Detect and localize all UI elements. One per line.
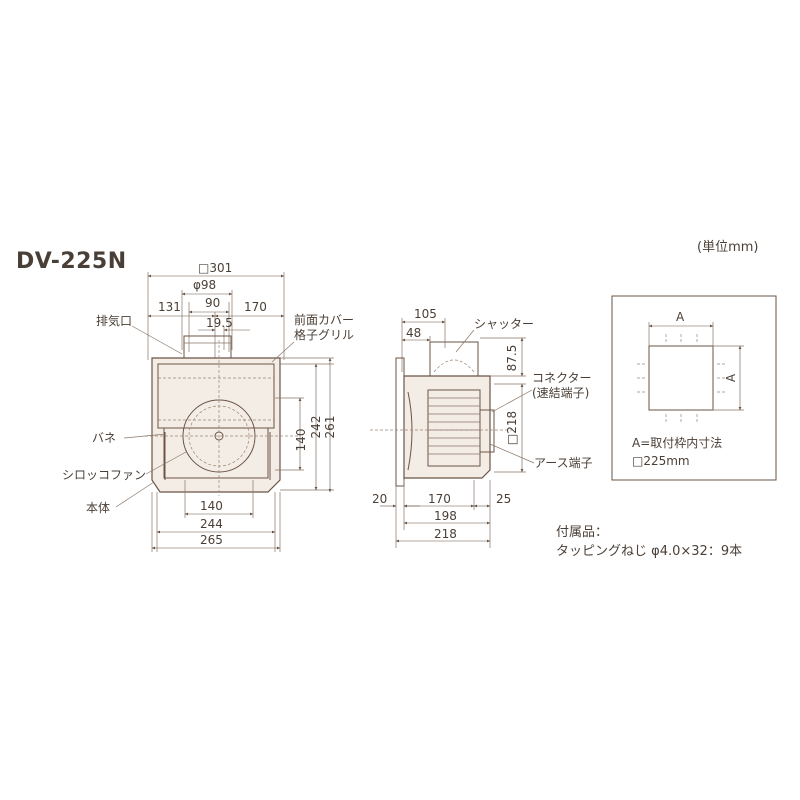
label-exhaust: 排気口	[96, 313, 132, 328]
accessories-screws: タッピングねじ φ4.0×32：9本	[556, 544, 743, 559]
connector-block	[479, 409, 495, 453]
unit-label: (単位mm)	[697, 240, 759, 255]
dim-265: 265	[200, 533, 223, 547]
mounting-diagram: A A A=取付枠内寸法 □225mm	[611, 295, 777, 481]
dim-25: 25	[496, 492, 511, 506]
dim-170: 170	[244, 300, 267, 314]
label-shutter: シャッター	[474, 317, 534, 331]
label-earth-terminal: アース端子	[534, 456, 593, 470]
dim-140-horizontal: 140	[200, 499, 223, 513]
accessories-heading: 付属品：	[556, 525, 609, 540]
mount-a-side: A	[724, 373, 738, 382]
label-grille: 格子グリル	[294, 327, 354, 342]
accessories-note: 付属品： タッピングねじ φ4.0×32：9本	[556, 523, 742, 561]
mount-note: A=取付枠内寸法	[632, 436, 722, 450]
mount-size: □225mm	[632, 454, 690, 468]
mount-a-top: A	[676, 310, 685, 324]
dim-87-5: 87.5	[505, 345, 519, 372]
dim-105: 105	[414, 307, 437, 321]
dim-218-vertical: □218	[505, 411, 519, 445]
dim-198: 198	[434, 509, 457, 523]
dim-242: 242	[309, 416, 323, 439]
dim-170-side: 170	[428, 492, 451, 506]
dim-20: 20	[372, 492, 387, 506]
front-view: □301 φ98 90 131 170 19.5	[62, 261, 354, 552]
dim-48: 48	[406, 326, 421, 340]
label-spring: バネ	[92, 431, 116, 445]
dim-131: 131	[158, 300, 181, 314]
dim-90: 90	[205, 296, 220, 310]
dim-261: 261	[323, 416, 337, 439]
side-flange	[395, 357, 405, 487]
model-title: DV-225N	[16, 249, 127, 274]
shutter-box	[429, 341, 479, 377]
dim-140-vertical: 140	[294, 429, 308, 452]
label-sirocco-fan: シロッコファン	[62, 468, 146, 482]
side-housing	[403, 375, 491, 479]
dim-244: 244	[200, 517, 223, 531]
dim-301: □301	[198, 261, 232, 275]
dim-19-5: 19.5	[206, 316, 233, 330]
label-body: 本体	[86, 501, 110, 515]
label-connector: コネクター	[532, 371, 592, 385]
side-view: 105 48 87.5 □218 シャッター コ	[370, 307, 593, 548]
mount-frame	[611, 295, 777, 481]
mount-opening	[648, 345, 714, 411]
dim-218: 218	[434, 527, 457, 541]
label-front-cover: 前面カバー	[294, 312, 354, 327]
label-connector-terminal: (速結端子)	[532, 386, 589, 400]
dim-phi98: φ98	[193, 278, 216, 292]
